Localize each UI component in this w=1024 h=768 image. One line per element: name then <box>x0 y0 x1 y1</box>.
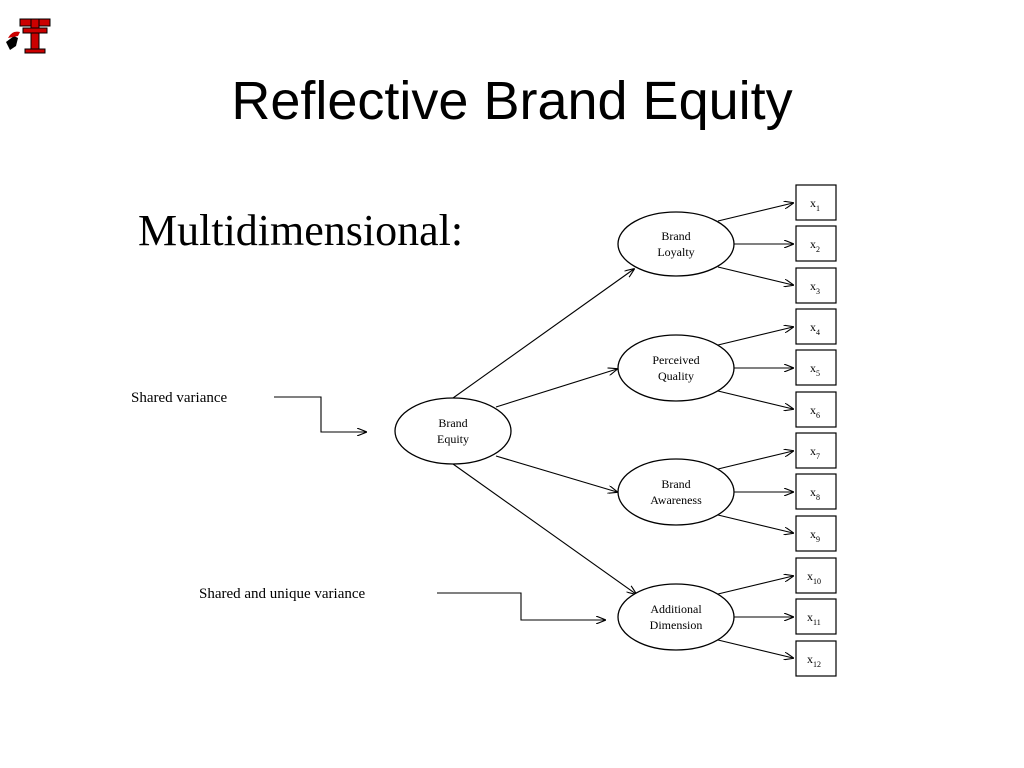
indicator-sub: 9 <box>816 535 820 544</box>
central-label-line1: Brand <box>438 416 467 430</box>
factor-label-line1: Perceived <box>652 353 699 367</box>
svg-text:x11: x11 <box>807 610 821 627</box>
svg-text:x4: x4 <box>810 320 820 337</box>
indicator-base: x <box>810 527 816 541</box>
indicator-sub: 4 <box>816 328 820 337</box>
indicator-sub: 3 <box>816 287 820 296</box>
indicator-box: x11 <box>795 598 837 635</box>
factor-label-line1: Additional <box>650 602 702 616</box>
factor-label-line2: Dimension <box>650 618 703 632</box>
factor-label-line1: Brand <box>661 229 690 243</box>
indicator-base: x <box>810 361 816 375</box>
indicator-base: x <box>810 485 816 499</box>
svg-text:x3: x3 <box>810 279 820 296</box>
loading-arrow <box>717 327 793 346</box>
factor-label-line2: Awareness <box>650 493 702 507</box>
shared-unique-variance-label: Shared and unique variance <box>199 586 366 602</box>
indicator-sub: 2 <box>816 245 820 254</box>
central-label-line2: Equity <box>437 432 469 446</box>
svg-text:x9: x9 <box>810 527 820 544</box>
svg-text:x12: x12 <box>807 652 821 669</box>
svg-text:x10: x10 <box>807 569 821 586</box>
svg-text:x5: x5 <box>810 361 820 378</box>
svg-text:x1: x1 <box>810 196 820 213</box>
path-equity-to-awareness <box>495 455 617 492</box>
indicator-box: x3 <box>795 267 837 304</box>
indicator-base: x <box>810 196 816 210</box>
factor-label-line2: Loyalty <box>657 245 694 259</box>
indicator-sub: 6 <box>816 411 820 420</box>
indicator-box: x6 <box>795 391 837 428</box>
svg-text:x6: x6 <box>810 403 820 420</box>
factor-label-line1: Brand <box>661 477 690 491</box>
slide-title: Reflective Brand Equity <box>231 71 793 131</box>
indicator-box: x1 <box>795 184 837 221</box>
brand-awareness-node: Brand Awareness <box>617 458 735 526</box>
indicator-box: x2 <box>795 225 837 262</box>
indicator-base: x <box>807 569 813 583</box>
factor-label-line2: Quality <box>658 369 694 383</box>
indicator-base: x <box>810 237 816 251</box>
svg-text:x7: x7 <box>810 444 820 461</box>
indicator-box: x8 <box>795 473 837 510</box>
indicator-base: x <box>810 403 816 417</box>
path-equity-to-quality <box>495 369 617 408</box>
loading-arrow <box>717 203 793 222</box>
indicator-box: x7 <box>795 432 837 469</box>
loading-arrow <box>717 576 793 595</box>
path-equity-to-additional <box>452 463 636 594</box>
loading-arrow <box>717 266 793 285</box>
shared-variance-label: Shared variance <box>131 390 228 406</box>
indicator-sub: 7 <box>816 452 820 461</box>
indicator-box: x9 <box>795 515 837 552</box>
shared-variance-arrow <box>274 396 366 432</box>
path-equity-to-loyalty <box>452 269 634 399</box>
loading-arrow <box>717 514 793 533</box>
indicator-base: x <box>810 444 816 458</box>
loading-arrow <box>717 390 793 409</box>
indicator-box: x12 <box>795 640 837 677</box>
slide-subtitle: Multidimensional: <box>138 206 464 255</box>
indicator-base: x <box>810 279 816 293</box>
indicator-sub: 12 <box>813 660 821 669</box>
svg-text:x2: x2 <box>810 237 820 254</box>
brand-equity-node: Brand Equity <box>394 397 512 465</box>
indicator-box: x5 <box>795 349 837 386</box>
indicator-sub: 8 <box>816 493 820 502</box>
indicator-sub: 5 <box>816 369 820 378</box>
indicator-box: x10 <box>795 557 837 594</box>
indicator-base: x <box>807 652 813 666</box>
shared-unique-variance-arrow <box>437 592 605 620</box>
svg-text:x8: x8 <box>810 485 820 502</box>
additional-dimension-node: Additional Dimension <box>617 583 735 651</box>
indicator-base: x <box>810 320 816 334</box>
indicator-box: x4 <box>795 308 837 345</box>
perceived-quality-node: Perceived Quality <box>617 334 735 402</box>
double-t-logo-icon <box>6 18 51 54</box>
indicator-sub: 10 <box>813 577 821 586</box>
brand-loyalty-node: Brand Loyalty <box>617 211 735 277</box>
indicator-base: x <box>807 610 813 624</box>
loading-arrow <box>717 451 793 470</box>
loading-arrow <box>717 639 793 658</box>
indicator-sub: 1 <box>816 204 820 213</box>
indicator-sub: 11 <box>813 618 821 627</box>
